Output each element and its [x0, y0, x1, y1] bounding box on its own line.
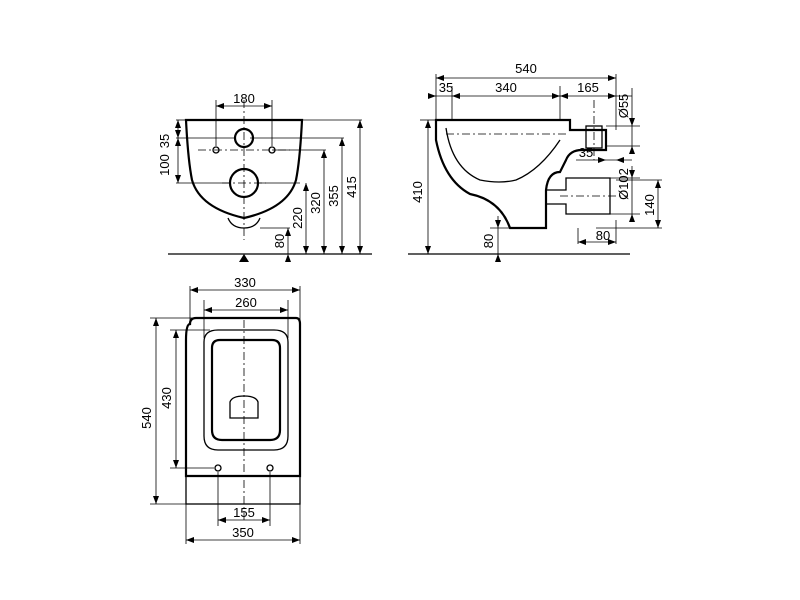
dim-label-diam-102: Ø102: [616, 168, 631, 200]
dim-label-320: 320: [308, 192, 323, 214]
arrow: [339, 246, 345, 254]
dim-label-340: 340: [495, 80, 517, 95]
dim-label-80-bottom: 80: [596, 228, 610, 243]
dim-label-35-right: 35: [579, 145, 593, 160]
arrow: [629, 170, 635, 178]
arrow: [264, 103, 272, 109]
arrow: [262, 517, 270, 523]
fixing-hole-left: [214, 464, 222, 472]
arrow: [425, 246, 431, 254]
arrow: [216, 103, 224, 109]
arrow: [655, 180, 661, 188]
dim-label-140: 140: [642, 194, 657, 216]
dim-label-35-top: 35: [439, 80, 453, 95]
arrow: [578, 239, 586, 245]
dim-label-415: 415: [344, 176, 359, 198]
arrow: [629, 118, 635, 126]
arrow: [425, 120, 431, 128]
arrow: [292, 287, 300, 293]
arrow: [175, 138, 181, 146]
arrow: [280, 307, 288, 313]
dim-label-430: 430: [159, 387, 174, 409]
seat-hinge-block: [185, 475, 301, 505]
floor-marker: [239, 254, 249, 262]
dim-label-540: 540: [139, 407, 154, 429]
arrow: [560, 93, 568, 99]
arrow: [175, 175, 181, 183]
arrow: [608, 75, 616, 81]
bowl-side-outline: [434, 118, 608, 230]
dim-label-155: 155: [233, 505, 255, 520]
dim-label-260: 260: [235, 295, 257, 310]
arrow: [428, 93, 436, 99]
arrow: [175, 130, 181, 138]
arrow: [285, 254, 291, 262]
bowl-inner-curve: [445, 127, 561, 183]
dim-label-80: 80: [272, 234, 287, 248]
arrow: [173, 330, 179, 338]
dim-label-165: 165: [577, 80, 599, 95]
arrow: [321, 150, 327, 158]
arrow: [303, 246, 309, 254]
arrow: [303, 183, 309, 191]
arrow: [173, 460, 179, 468]
arrow: [186, 537, 194, 543]
fixing-hole-right: [266, 464, 274, 472]
arrow: [285, 228, 291, 236]
arrow: [357, 120, 363, 128]
dim-label-35: 35: [157, 134, 172, 148]
arrow: [495, 254, 501, 262]
bowl-opening: [210, 338, 282, 442]
dim-label-80-left: 80: [481, 234, 496, 248]
arrow: [190, 287, 198, 293]
arrow: [153, 496, 159, 504]
arrow: [655, 220, 661, 228]
arrow: [357, 246, 363, 254]
dim-label-540: 540: [515, 61, 537, 76]
arrow: [175, 120, 181, 128]
arrow: [629, 214, 635, 222]
arrow: [495, 220, 501, 228]
dim-label-355: 355: [326, 185, 341, 207]
arrow: [292, 537, 300, 543]
arrow: [552, 93, 560, 99]
arrow: [218, 517, 226, 523]
rim-outline: [203, 329, 289, 451]
arrow: [153, 318, 159, 326]
arrow: [608, 239, 616, 245]
dim-label-330: 330: [234, 275, 256, 290]
seat-outline: [184, 316, 302, 478]
dim-label-410: 410: [410, 181, 425, 203]
arrow: [339, 138, 345, 146]
arrow: [629, 146, 635, 154]
arrow: [321, 246, 327, 254]
arrow: [616, 157, 624, 163]
top-view: 330 260 540 430 155 350: [139, 275, 302, 544]
dim-label-350: 350: [232, 525, 254, 540]
dim-label-220: 220: [290, 207, 305, 229]
arrow: [452, 93, 460, 99]
dim-label-100: 100: [157, 154, 172, 176]
arrow: [608, 93, 616, 99]
dim-label-diam-55: Ø55: [616, 94, 631, 119]
front-view: 180 35 100 80 220 320 355 415: [157, 91, 372, 262]
arrow: [436, 75, 444, 81]
dim-label-180: 180: [233, 91, 255, 106]
arrow: [598, 157, 606, 163]
arrow: [204, 307, 212, 313]
side-view: 540 35 340 165 Ø55 35 Ø102 140: [408, 61, 662, 262]
